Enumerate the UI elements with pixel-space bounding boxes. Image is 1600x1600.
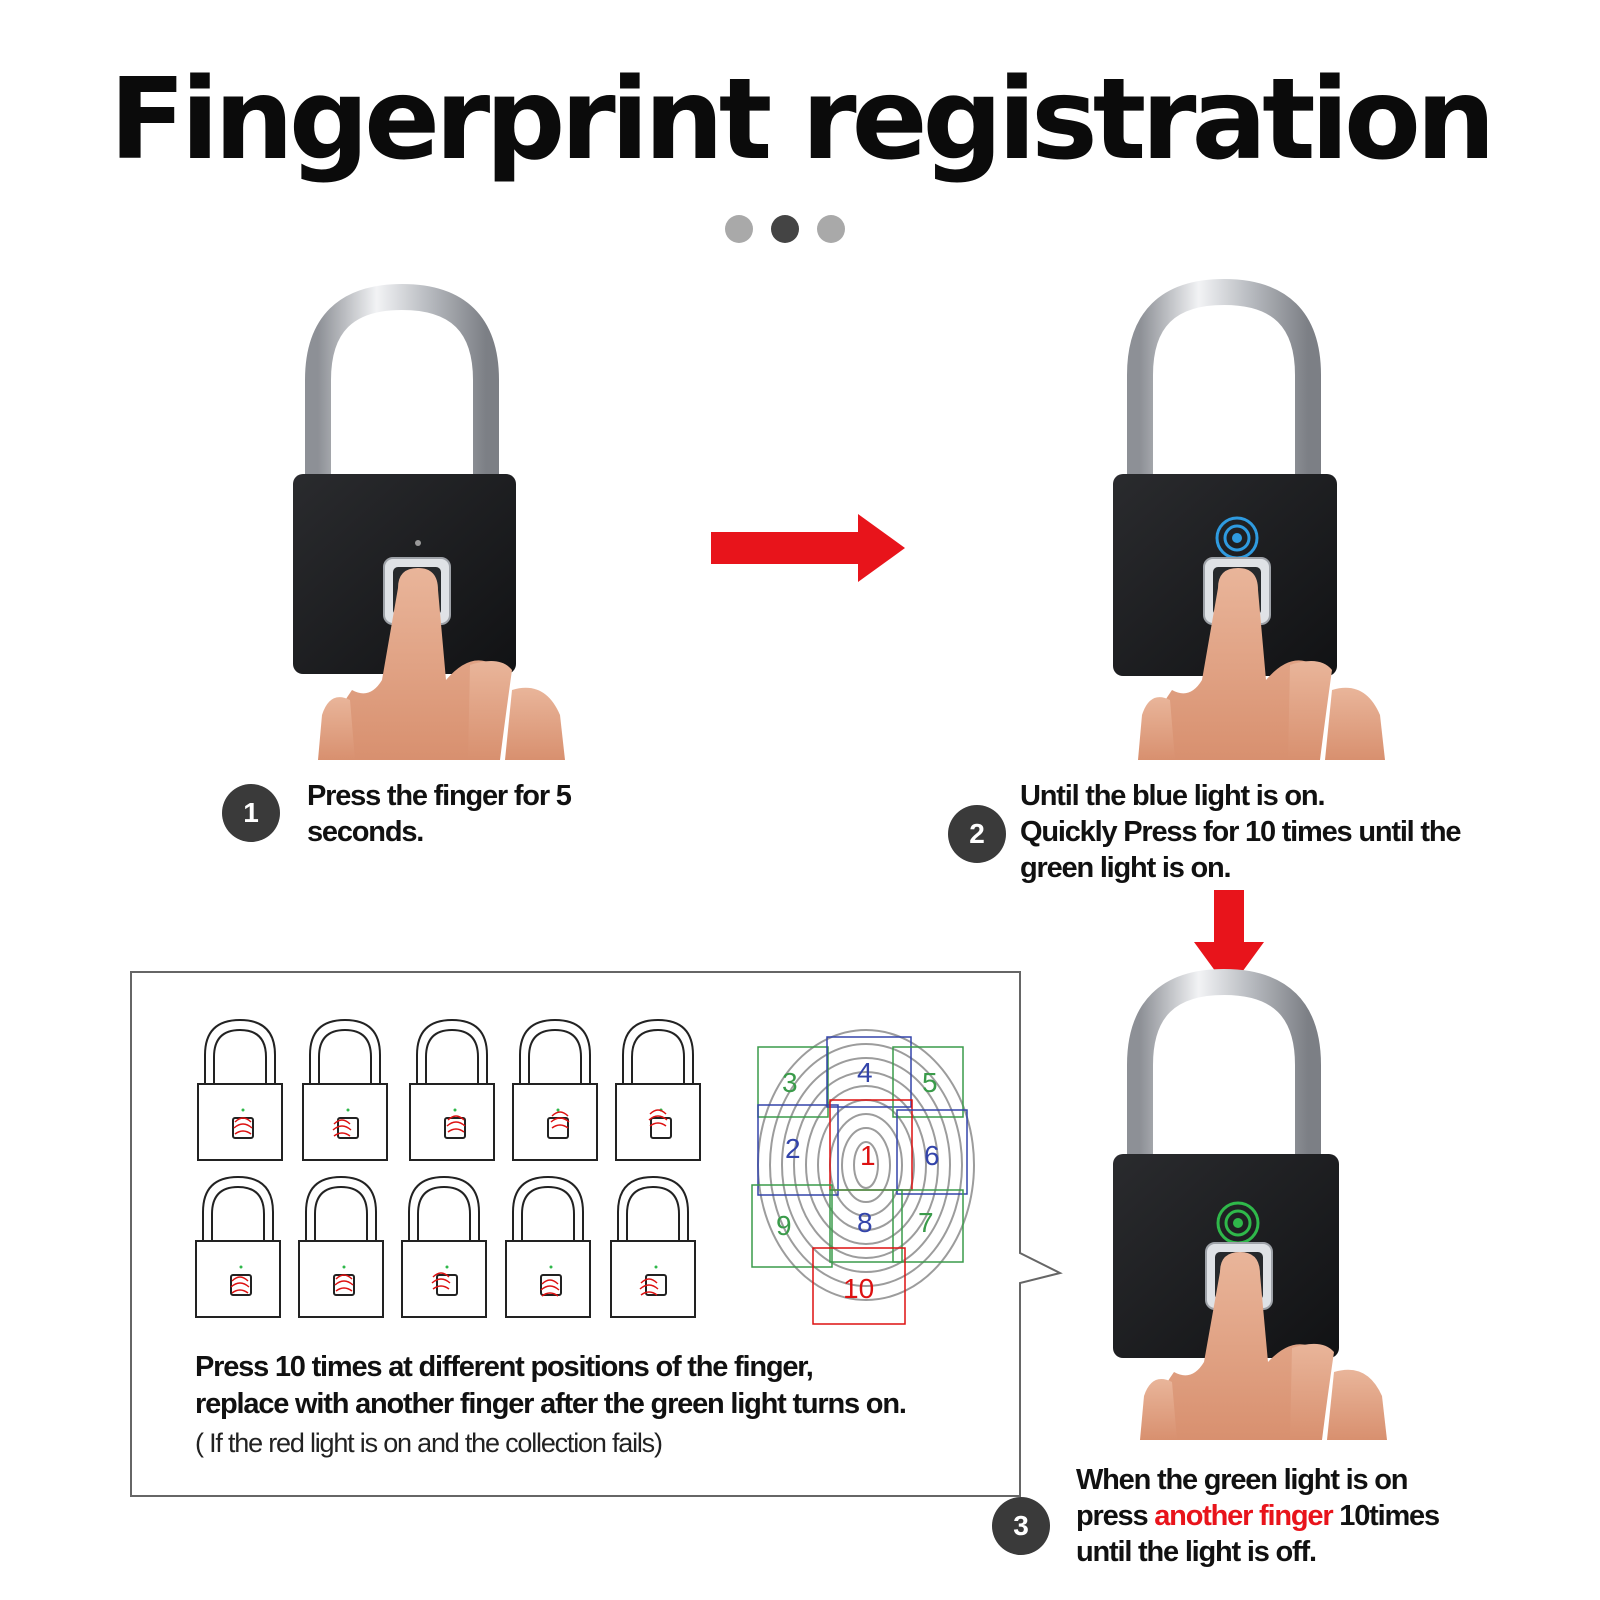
step-2-text: Until the blue light is on. Quickly Pres… — [1020, 778, 1462, 886]
step-3-line: When the green light is on — [1076, 1464, 1409, 1496]
mini-lock — [409, 1018, 495, 1161]
step-3-text-pre: press — [1076, 1500, 1155, 1532]
padlock-step-2 — [1113, 278, 1385, 760]
zone-label: 4 — [857, 1057, 873, 1088]
mini-lock — [512, 1018, 598, 1161]
mini-lock — [610, 1175, 696, 1318]
step-number-3: 3 — [992, 1497, 1050, 1555]
step-2-line: green light is on. — [1020, 852, 1232, 884]
mini-lock-grid — [195, 1018, 701, 1318]
callout-line: Press 10 times at different positions of… — [195, 1351, 814, 1383]
mini-lock — [298, 1175, 384, 1318]
step-number-1: 1 — [222, 784, 280, 842]
zone-label: 6 — [924, 1140, 940, 1171]
mini-lock — [401, 1175, 487, 1318]
arrow-right-icon — [711, 514, 905, 582]
step-3-line: until the light is off. — [1076, 1536, 1317, 1568]
callout-instructions: Press 10 times at different positions of… — [195, 1349, 907, 1423]
step-3-text-post: 10times — [1332, 1500, 1440, 1532]
padlock-step-1 — [293, 283, 565, 760]
mini-lock — [197, 1018, 283, 1161]
callout-line: replace with another finger after the gr… — [195, 1388, 907, 1420]
page-title: Fingerprint registration — [109, 55, 1495, 185]
zone-label: 5 — [922, 1067, 938, 1098]
hand — [1138, 568, 1385, 760]
mini-lock — [195, 1175, 281, 1318]
arrow-down-icon — [1194, 890, 1264, 990]
step-2-line: Until the blue light is on. — [1020, 780, 1326, 812]
mini-lock — [302, 1018, 388, 1161]
mini-lock — [505, 1175, 591, 1318]
step-1-line: seconds. — [307, 816, 424, 848]
zone-label: 10 — [843, 1273, 874, 1304]
step-3-text: When the green light is on press another… — [1076, 1462, 1440, 1570]
pagination-dot-1[interactable] — [725, 215, 753, 243]
pagination-dot-2[interactable] — [771, 215, 799, 243]
zone-label: 7 — [918, 1207, 934, 1238]
padlock-step-3 — [1113, 968, 1387, 1440]
fingerprint-diagram: 3 4 5 2 1 6 9 8 7 10 — [751, 1029, 975, 1325]
pagination-dot-3[interactable] — [817, 215, 845, 243]
indicator-led — [415, 540, 421, 546]
step-1-text: Press the finger for 5 seconds. — [307, 778, 572, 850]
shackle — [1127, 968, 1321, 1160]
hand — [1140, 1252, 1387, 1440]
highlight-text: another finger — [1154, 1500, 1333, 1532]
zone-label: 2 — [785, 1133, 801, 1164]
zone-label: 8 — [857, 1207, 873, 1238]
shackle — [1127, 278, 1321, 480]
step-3-line: press another finger 10times — [1076, 1498, 1440, 1534]
callout-failure-note: ( If the red light is on and the collect… — [195, 1428, 663, 1458]
hand — [318, 568, 565, 760]
step-number-2: 2 — [948, 805, 1006, 863]
step-1-line: Press the finger for 5 — [307, 780, 572, 812]
zone-label: 1 — [860, 1140, 876, 1171]
shackle — [305, 283, 499, 480]
zone-label: 9 — [776, 1210, 792, 1241]
mini-lock — [615, 1018, 701, 1161]
zone-label: 3 — [782, 1067, 798, 1098]
step-2-line: Quickly Press for 10 times until the — [1020, 816, 1462, 848]
